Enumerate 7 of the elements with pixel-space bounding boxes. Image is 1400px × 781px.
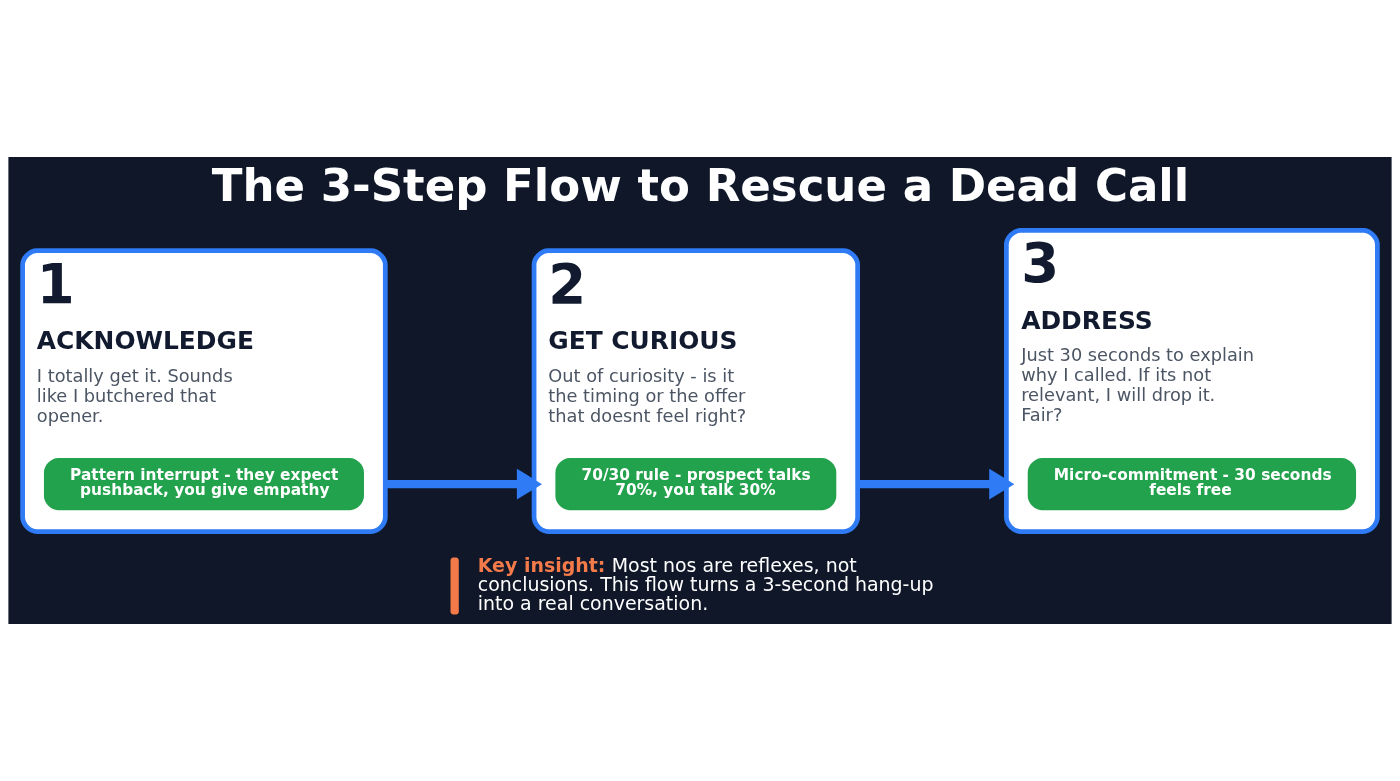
node-box: Pattern interrupt - they expect pushback, you give empathy [43,458,364,511]
node-box: Micro-commitment - 30 seconds feels free [1027,458,1357,511]
arrow [857,468,1015,500]
diagram-title: The 3-Step Flow to Rescue a Dead Call [211,159,1190,213]
arrow [385,468,542,500]
node-box: 70/30 rule - prospect talks 70%, you talk 30% [555,458,837,511]
label: Key insight: Most nos are reflexes, not conclusions. This flow turns a 3-second hang-up into a real conversation. [477,553,934,614]
